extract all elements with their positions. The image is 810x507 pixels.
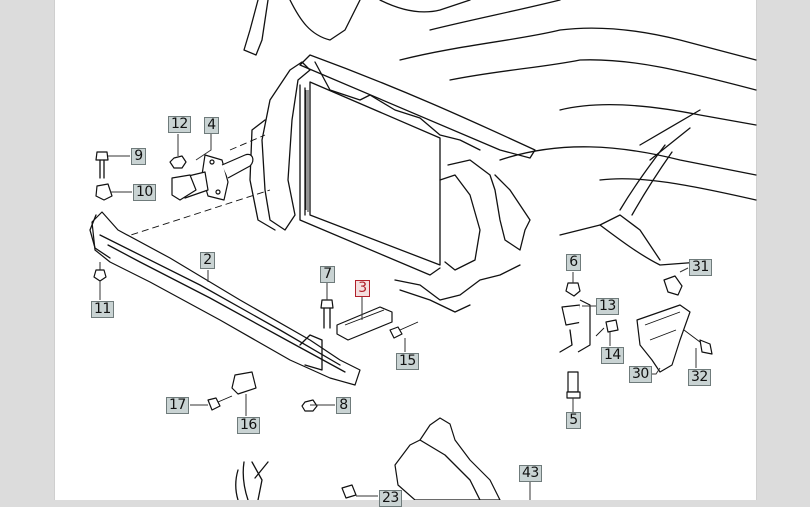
callout-11[interactable]: 11 [91,301,114,318]
callout-31[interactable]: 31 [689,259,712,276]
callout-4[interactable]: 4 [204,117,219,134]
callout-7[interactable]: 7 [320,266,335,283]
callout-17[interactable]: 17 [166,397,189,414]
callout-9[interactable]: 9 [131,148,146,165]
callout-2[interactable]: 2 [200,252,215,269]
right-scrollbar-track[interactable] [756,0,810,500]
diagram-canvas [55,0,756,500]
callout-10[interactable]: 10 [133,184,156,201]
callout-6[interactable]: 6 [566,254,581,271]
callout-43[interactable]: 43 [519,465,542,482]
callout-13[interactable]: 13 [596,298,619,315]
callout-12[interactable]: 12 [168,116,191,133]
callout-30[interactable]: 30 [629,366,652,383]
callout-16[interactable]: 16 [237,417,260,434]
radiator-support [99,54,536,313]
callout-15[interactable]: 15 [396,353,419,370]
callout-5[interactable]: 5 [566,412,581,429]
car-body-outline [243,0,757,266]
callout-14[interactable]: 14 [601,347,624,364]
crash-box-part-4 [171,153,254,201]
bumper-carrier [89,211,361,386]
callout-32[interactable]: 32 [688,369,711,386]
callout-3[interactable]: 3 [355,280,370,297]
left-margin [0,0,55,500]
callout-23[interactable]: 23 [379,490,402,507]
hardware [93,151,713,500]
callout-8[interactable]: 8 [336,397,351,414]
leader-lines [99,134,697,500]
